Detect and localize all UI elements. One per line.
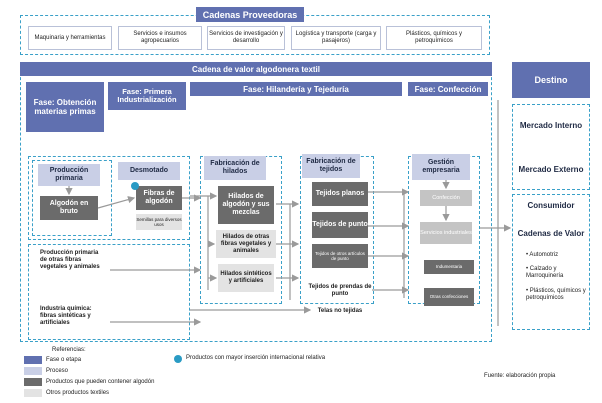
supplier-maquinaria: Maquinaria y herramientas [28, 26, 112, 50]
legend-title: Referencias: [52, 347, 86, 353]
phase-obtencion: Fase: Obtención materias primas [26, 82, 104, 132]
destino-bullet-plasticos: • Plásticos, químicos y petroquímicos [526, 288, 586, 301]
hilados-algodon: Hilados de algodón y sus mezclas [218, 186, 274, 224]
legend-dot-label: Productos con mayor inserción internacio… [186, 355, 326, 361]
phase-confeccion: Fase: Confección [408, 82, 488, 96]
legend-algodon: Productos que pueden contener algodón [46, 379, 155, 385]
source-note: Fuente: elaboración propia [484, 373, 556, 379]
produccion-otras-fibras: Producción primaria de otras fibras vege… [40, 250, 100, 270]
mercados-frame [512, 104, 590, 190]
hilados-sinteticos: Hilados sintéticos y artificiales [218, 264, 274, 292]
destino-uses-frame [512, 194, 590, 330]
phase-hilanderia: Fase: Hilandería y Tejeduría [190, 82, 402, 96]
algodon-bruto: Algodón en bruto [40, 196, 98, 220]
mercado-interno: Mercado Interno [516, 112, 586, 138]
chain-title: Cadena de valor algodonera textil [20, 62, 492, 76]
legend-highlight-dot [174, 355, 182, 363]
legend-swatch-algodon [24, 378, 42, 386]
destino-bullet-calzado: • Calzado y Marroquinería [526, 266, 564, 279]
indumentaria: Indumentaria [424, 260, 474, 274]
other-primary-frame [28, 244, 190, 340]
suppliers-title: Cadenas Proveedoras [196, 7, 304, 22]
otras-confecciones: Otras confecciones [424, 288, 474, 306]
produccion-primaria: Producción primaria [38, 164, 100, 186]
gestion-empresaria: Gestión empresaria [412, 154, 470, 180]
legend-otros: Otros productos textiles [46, 390, 110, 396]
fibras-algodon: Fibras de algodón [136, 186, 182, 210]
desmotado: Desmotado [118, 162, 180, 180]
supplier-plasticos: Plásticos, químicos y petroquímicos [386, 26, 482, 50]
confeccion: Confección [420, 190, 472, 206]
semillas: Semillas para diversos usos [136, 214, 182, 230]
highlight-dot-fibras [131, 182, 139, 190]
servicios-industriales: Servicios industriales [420, 222, 472, 244]
tejidos-planos: Tejidos planos [312, 182, 368, 206]
legend-swatch-otros [24, 389, 42, 397]
tejidos-punto: Tejidos de punto [312, 212, 368, 238]
legend-fase: Fase o etapa [46, 357, 82, 363]
tejidos-otros-articulos: Tejidos de otros artículos de punto [312, 244, 368, 268]
tejidos-prendas-punto: Tejidos de prendas de punto [308, 282, 372, 300]
primary-inner-frame [32, 160, 112, 236]
fabricacion-hilados: Fabricación de hilados [204, 156, 266, 180]
cadenas-de-valor: Cadenas de Valor [516, 220, 586, 246]
phase-primera-industrializacion: Fase: Primera Industrialización [108, 82, 186, 110]
destino-title: Destino [512, 62, 590, 98]
legend-swatch-proceso [24, 367, 42, 375]
supplier-investigacion: Servicios de investigación y desarrollo [207, 26, 285, 50]
destino-bullet-automotriz: • Automotriz [526, 252, 559, 258]
legend-proceso: Proceso [46, 368, 69, 374]
industria-quimica: Industria química: fibras sintéticas y a… [40, 306, 92, 326]
telas-no-tejidas: Telas no tejidas [312, 304, 368, 318]
hilados-otras-fibras: Hilados de otras fibras vegetales y anim… [216, 230, 276, 258]
consumidor: Consumidor [516, 198, 586, 214]
fabricacion-tejidos: Fabricación de tejidos [302, 154, 360, 178]
mercado-externo: Mercado Externo [516, 156, 586, 182]
legend-swatch-fase [24, 356, 42, 364]
supplier-servicios-agro: Servicios e insumos agropecuarios [118, 26, 202, 50]
supplier-logistica: Logística y transporte (carga y pasajero… [291, 26, 381, 50]
